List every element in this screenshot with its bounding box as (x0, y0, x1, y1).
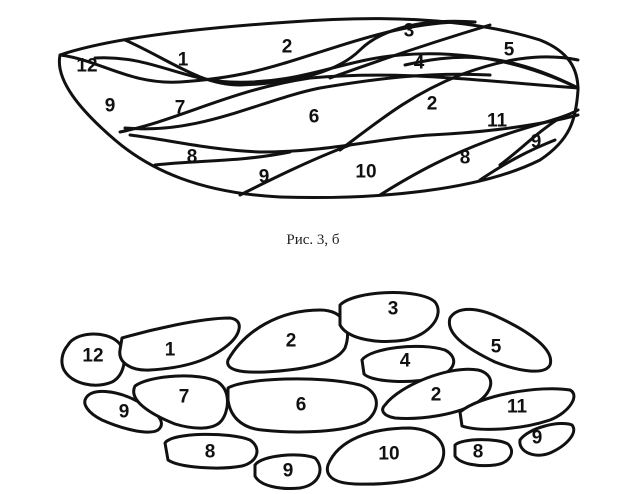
blob-shape (163, 432, 259, 470)
fiber-line (478, 138, 557, 182)
region-label: 2 (431, 385, 442, 406)
region-label: 5 (504, 40, 515, 61)
fiber-line (123, 72, 492, 131)
region-label: 3 (388, 299, 399, 320)
blob-shape (226, 308, 350, 374)
blob-shape (132, 374, 229, 430)
region-label: 8 (205, 442, 216, 463)
region-label: 10 (355, 162, 376, 183)
region-label: 6 (296, 395, 307, 416)
blob-shape (325, 426, 446, 486)
region-label: 2 (427, 94, 438, 115)
blob-shape (447, 307, 553, 373)
region-label: 12 (82, 346, 103, 367)
region-label: 9 (119, 402, 130, 423)
fiber-line (498, 116, 562, 167)
region-label: 1 (178, 50, 189, 71)
blob-shape (60, 332, 126, 387)
blob-shape (453, 438, 513, 468)
region-label: 8 (187, 147, 198, 168)
top-section-diagram: 12 1 2 3 5 4 9 7 6 2 11 8 9 10 8 9 (57, 17, 580, 200)
top-outline (57, 17, 580, 200)
region-label: 3 (404, 21, 415, 42)
region-label: 4 (414, 53, 425, 74)
fiber-line (153, 150, 292, 167)
blob-shape (518, 422, 576, 457)
fiber-line (118, 73, 580, 134)
region-label: 7 (179, 387, 190, 408)
blob-shape (253, 453, 322, 490)
region-label: 9 (105, 96, 116, 117)
region-label: 12 (76, 56, 97, 77)
region-label: 7 (175, 98, 186, 119)
region-label: 9 (259, 167, 270, 188)
region-label: 2 (286, 331, 297, 352)
region-label: 6 (309, 107, 320, 128)
region-label: 11 (507, 397, 528, 418)
region-label: 9 (283, 461, 294, 482)
region-label: 4 (400, 351, 411, 372)
fiber-line (123, 19, 477, 87)
blob-shape (118, 316, 241, 372)
region-label: 8 (473, 442, 484, 463)
fiber-line (128, 113, 580, 154)
blob-shape (458, 387, 576, 431)
blob-shape (83, 390, 163, 434)
figure-caption: Рис. 3, б (286, 232, 340, 248)
region-label: 10 (378, 444, 399, 465)
region-label: 2 (282, 37, 293, 58)
blob-shape (226, 377, 378, 434)
fiber-line (238, 143, 352, 197)
blob-shape (338, 291, 440, 343)
fiber-line (328, 23, 492, 80)
blob-shape (360, 344, 456, 383)
region-label: 9 (531, 132, 542, 153)
region-label: 5 (491, 337, 502, 358)
fiber-line (403, 55, 580, 90)
region-label: 11 (487, 111, 508, 132)
fiber-line (338, 55, 580, 152)
bottom-section-diagram: 12 1 2 3 5 4 9 7 6 2 11 8 9 10 8 9 (60, 291, 576, 490)
region-label: 9 (532, 428, 543, 449)
region-label: 8 (460, 148, 471, 169)
region-label: 1 (165, 340, 176, 361)
